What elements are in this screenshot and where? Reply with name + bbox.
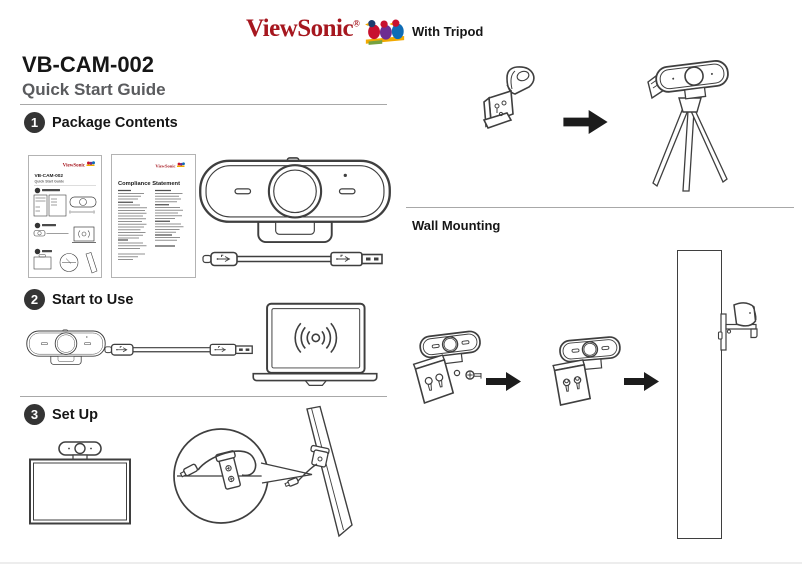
webcam-with-plate-and-screw-illustration xyxy=(412,330,482,405)
monitor-with-webcam-illustration xyxy=(29,441,131,525)
mount-bracket-illustration xyxy=(482,66,535,129)
usb-cable-loop xyxy=(197,450,257,477)
viewsonic-birds-icon xyxy=(365,19,405,45)
wall-mounted-webcam-side-illustration xyxy=(717,302,758,351)
compliance-birds-icon xyxy=(177,162,185,167)
leaflet-subtitle-text: Quick Start Guide xyxy=(35,180,65,184)
webcam-small-illustration xyxy=(26,329,106,366)
page-title: VB-CAM-002 xyxy=(22,52,155,77)
compliance-brand-text: ViewSonic xyxy=(155,164,175,169)
monitor-clamp-icon xyxy=(215,450,241,490)
mount-detail-circle-illustration xyxy=(173,428,313,524)
section-package-contents: 1 Package Contents xyxy=(24,112,178,133)
leaflet-brand-text: ViewSonic xyxy=(63,164,86,169)
section-label: Start to Use xyxy=(52,291,134,308)
step-2-badge: 2 xyxy=(24,289,45,310)
webcam-front-illustration xyxy=(199,156,391,244)
usb-cable-to-laptop-illustration xyxy=(104,343,253,356)
wall-mount-plate xyxy=(552,359,592,407)
compliance-title-text: Compliance Statement xyxy=(118,181,180,187)
section-set-up: 3 Set Up xyxy=(24,404,98,425)
usb-cable-illustration xyxy=(202,251,383,267)
usb-connector-icon xyxy=(284,477,299,488)
arrow-right-icon xyxy=(624,372,659,391)
header-divider xyxy=(20,104,387,105)
section-label: Set Up xyxy=(52,406,98,423)
leaflet-miniature-contents xyxy=(33,187,98,274)
quick-start-guide-leaflet: ViewSonic VB-CAM-002 Quick Start Guide xyxy=(28,155,102,278)
wireless-signal-icon xyxy=(294,322,338,354)
section-label: Package Contents xyxy=(52,114,178,131)
arrow-right-icon xyxy=(563,110,608,134)
webcam-on-tripod-illustration xyxy=(647,60,729,192)
clamp-on-panel-icon xyxy=(310,444,330,468)
viewsonic-logo-text: ViewSonic® xyxy=(246,15,360,42)
page-subtitle: Quick Start Guide xyxy=(22,80,166,99)
step-3-badge: 3 xyxy=(24,404,45,425)
right-column-divider xyxy=(406,207,794,208)
arrow-right-icon xyxy=(486,372,521,391)
webcam-on-tripod-head xyxy=(655,60,729,100)
usb-connector-icon xyxy=(179,463,199,478)
viewsonic-logo: ViewSonic® xyxy=(246,15,406,46)
section-start-to-use: 2 Start to Use xyxy=(24,289,133,310)
registered-mark: ® xyxy=(353,18,360,29)
compliance-body-text-lines xyxy=(118,189,184,261)
heading-with-tripod: With Tripod xyxy=(412,24,484,39)
screw-icon xyxy=(453,369,482,380)
wall-mount-plate xyxy=(412,354,455,405)
webcam-with-plate-attached-illustration xyxy=(552,336,621,407)
compliance-statement-leaflet: ViewSonic Compliance Statement xyxy=(111,154,196,278)
leaflet-birds-icon xyxy=(86,161,95,166)
wall-side-view xyxy=(677,250,722,539)
laptop-with-signal-illustration xyxy=(252,302,378,387)
heading-wall-mounting: Wall Mounting xyxy=(412,218,501,233)
step-1-badge: 1 xyxy=(24,112,45,133)
left-column-divider xyxy=(20,396,387,397)
monitor-side-view-illustration xyxy=(284,405,353,538)
leaflet-title-text: VB-CAM-002 xyxy=(35,173,64,179)
